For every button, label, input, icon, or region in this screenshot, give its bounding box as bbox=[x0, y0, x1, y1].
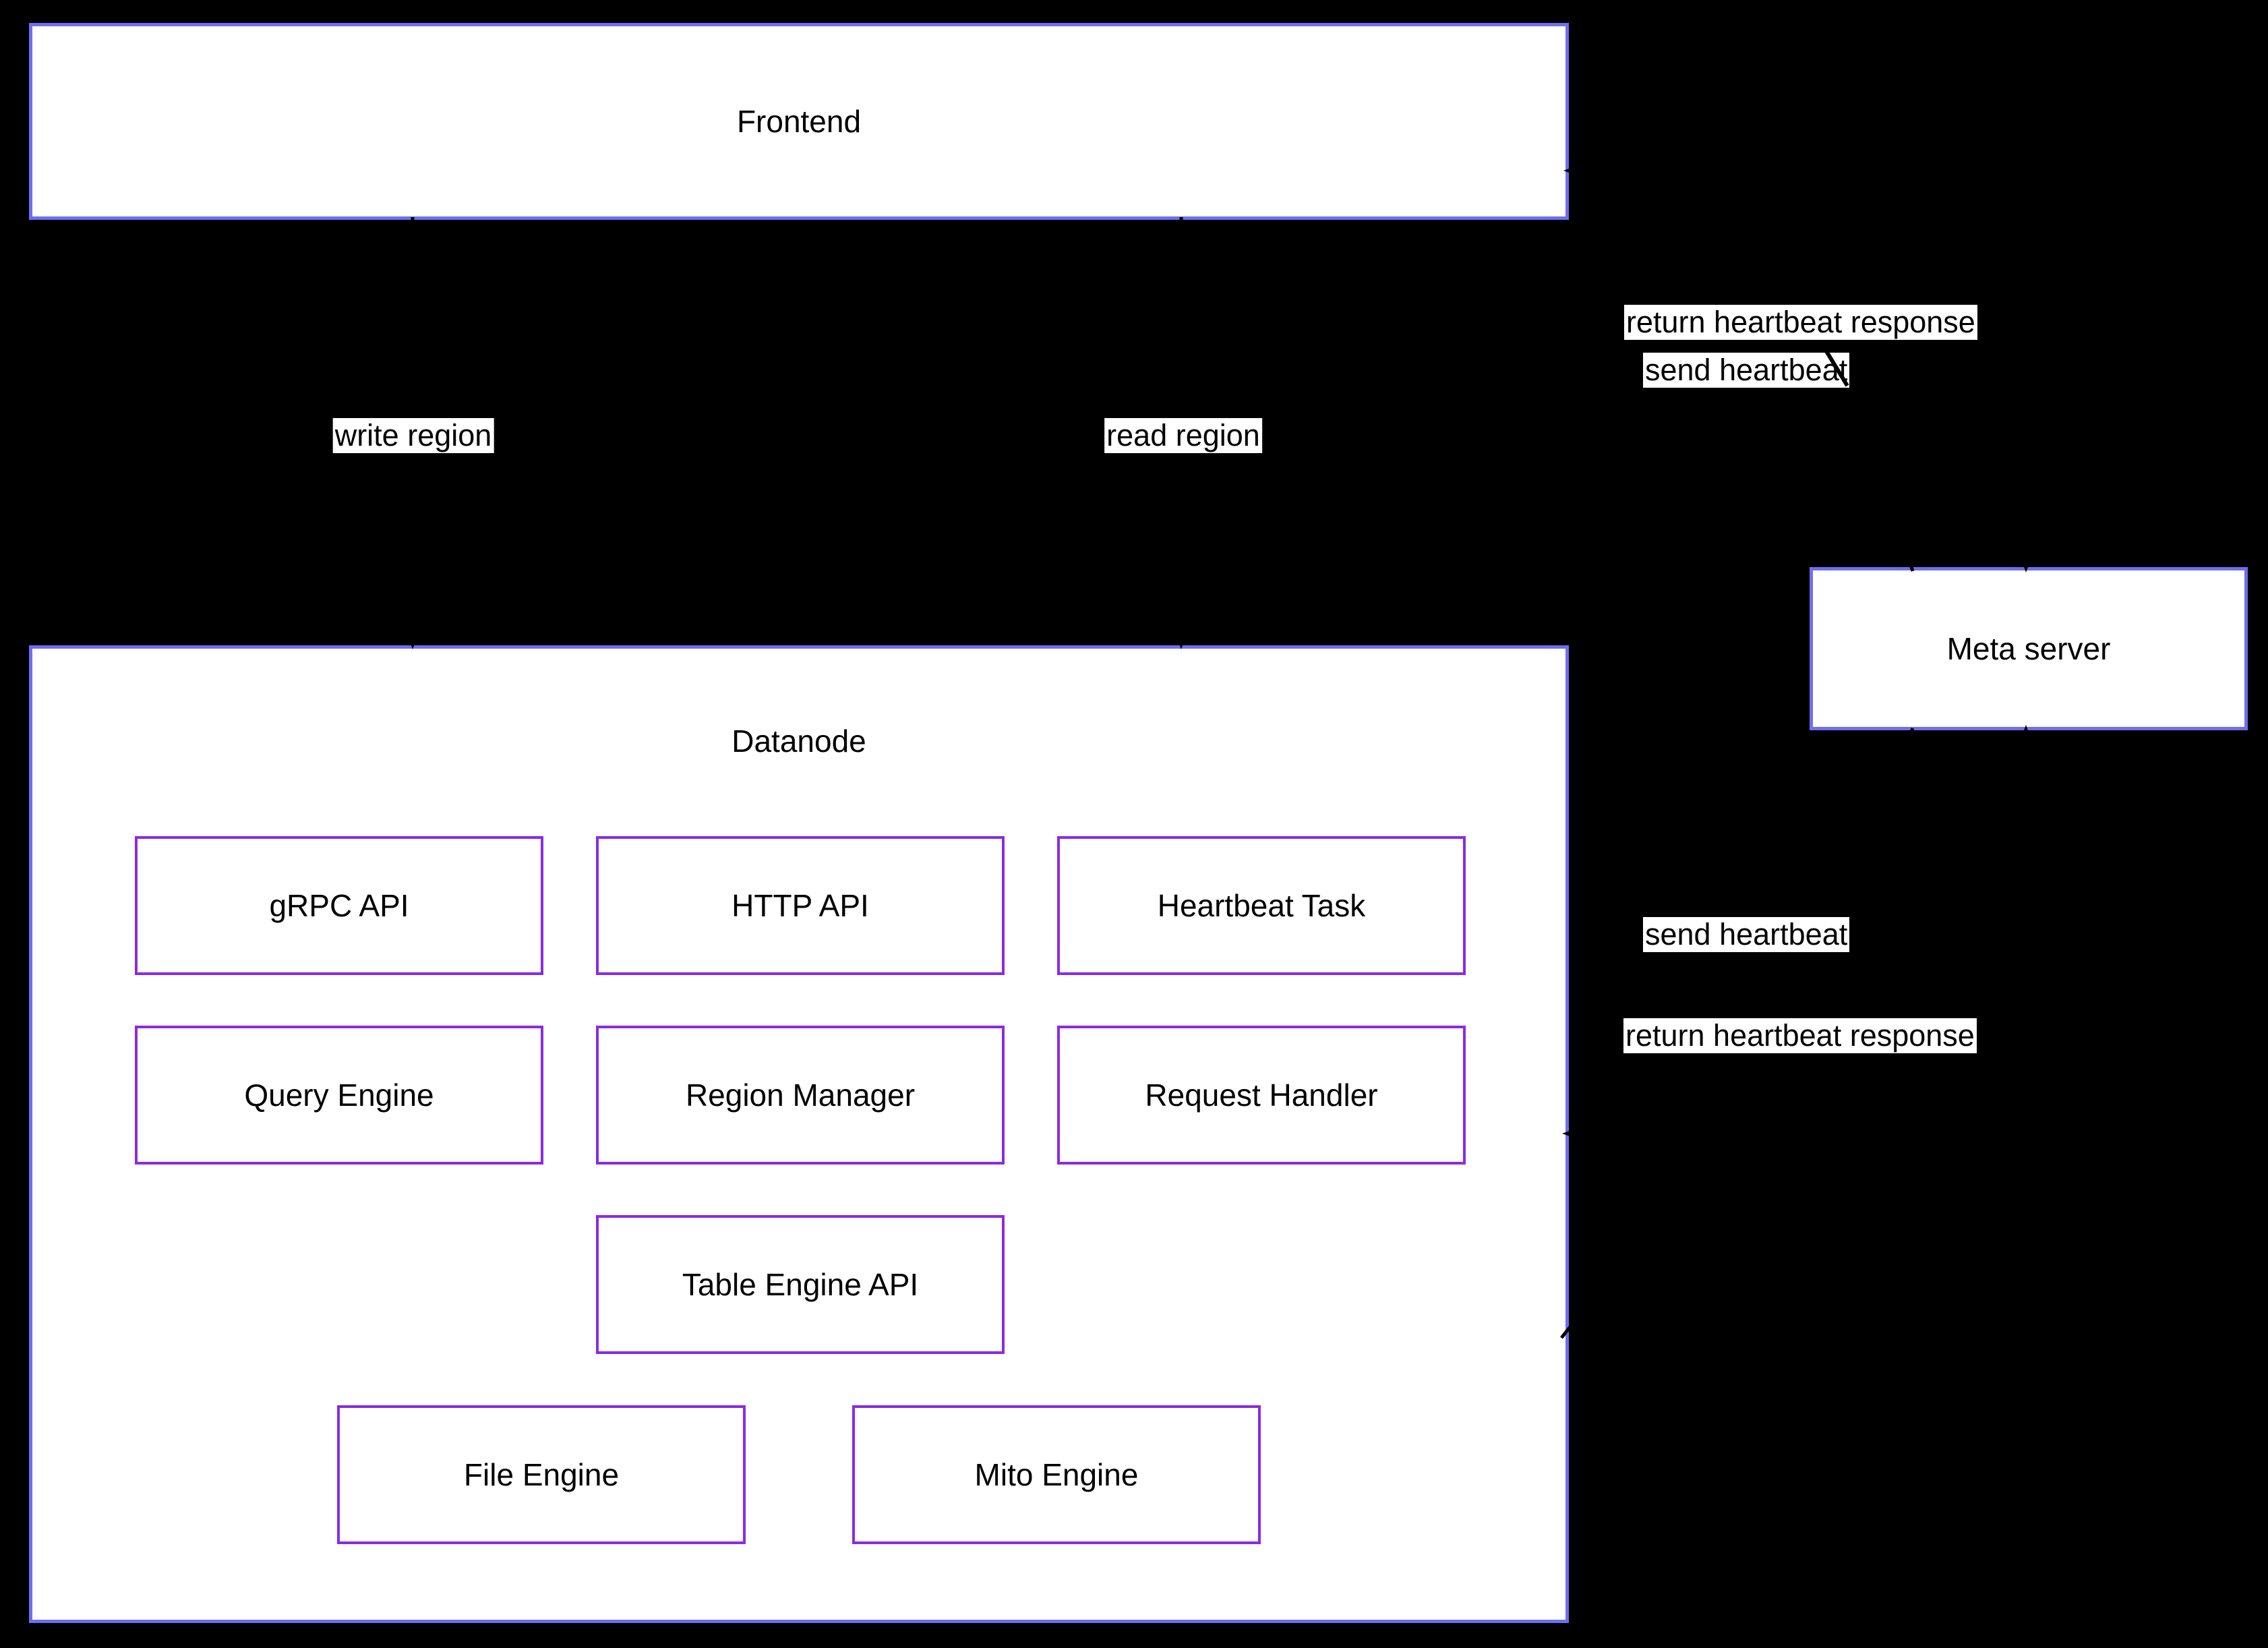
datanode-send-heartbeat-edge-label: send heartbeat bbox=[1643, 917, 1850, 952]
heartbeat-task-component: Heartbeat Task bbox=[1057, 836, 1466, 975]
table-engine-api-label: Table Engine API bbox=[682, 1267, 919, 1302]
file-engine-component: File Engine bbox=[337, 1405, 746, 1544]
frontend-label: Frontend bbox=[736, 104, 862, 139]
frontend-return-heartbeat-edge-label: return heartbeat response bbox=[1624, 305, 1977, 340]
http-api-label: HTTP API bbox=[732, 888, 869, 923]
query-engine-component: Query Engine bbox=[135, 1026, 543, 1165]
datanode-return-heartbeat-edge-label: return heartbeat response bbox=[1623, 1018, 1977, 1053]
read-region-edge-label: read region bbox=[1104, 418, 1262, 453]
region-manager-component: Region Manager bbox=[596, 1026, 1005, 1165]
region-manager-label: Region Manager bbox=[685, 1078, 916, 1113]
grpc-api-component: gRPC API bbox=[135, 836, 543, 975]
request-handler-label: Request Handler bbox=[1145, 1078, 1378, 1113]
grpc-api-label: gRPC API bbox=[269, 888, 409, 923]
query-engine-label: Query Engine bbox=[244, 1078, 434, 1113]
table-engine-api-component: Table Engine API bbox=[596, 1215, 1005, 1354]
http-api-component: HTTP API bbox=[596, 836, 1005, 975]
frontend-node: Frontend bbox=[29, 23, 1569, 220]
frontend-send-heartbeat-edge-label: send heartbeat bbox=[1643, 353, 1850, 388]
meta-server-node: Meta server bbox=[1810, 567, 2248, 730]
file-engine-label: File Engine bbox=[463, 1457, 620, 1492]
heartbeat-task-label: Heartbeat Task bbox=[1157, 888, 1366, 923]
request-handler-component: Request Handler bbox=[1057, 1026, 1466, 1165]
write-region-edge-label: write region bbox=[332, 418, 494, 453]
frontend-send-heartbeat-arrow bbox=[1577, 220, 2031, 572]
meta-server-label: Meta server bbox=[1946, 631, 2111, 666]
mito-engine-component: Mito Engine bbox=[852, 1405, 1261, 1544]
mito-engine-label: Mito Engine bbox=[974, 1457, 1139, 1492]
datanode-label: Datanode bbox=[732, 724, 866, 759]
